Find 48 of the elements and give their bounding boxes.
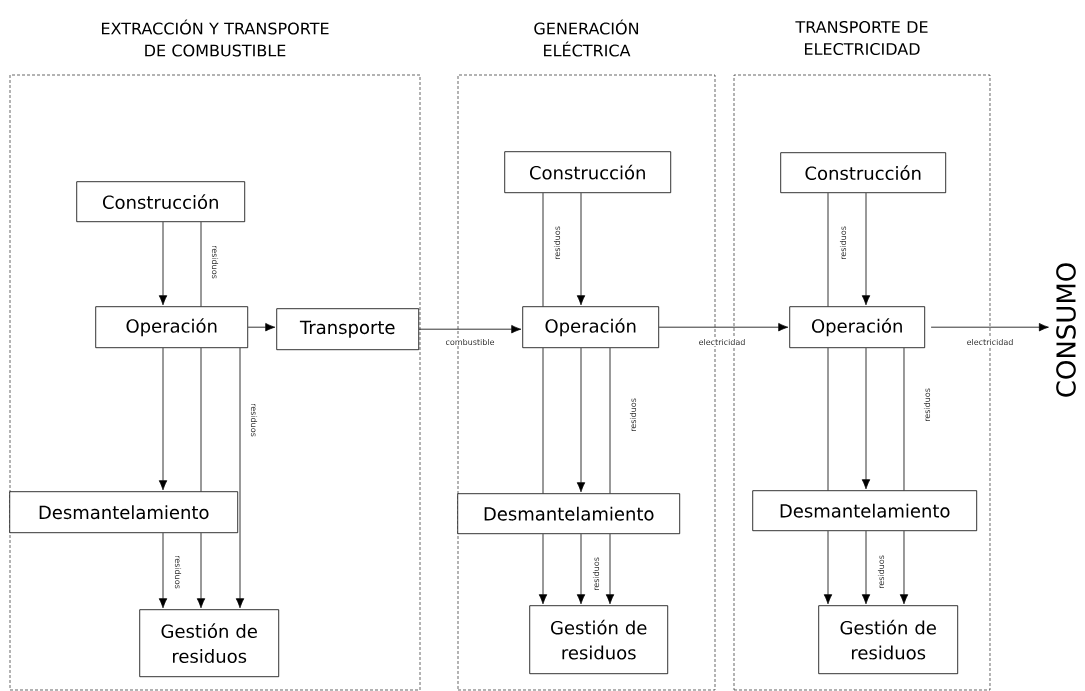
process-box: Desmantelamiento [457, 493, 681, 535]
edge-label: electricidad [965, 337, 1015, 347]
arrow [196, 532, 206, 609]
arrow [605, 533, 615, 605]
edge-label: residuos [173, 554, 183, 590]
arrow [861, 347, 871, 490]
edge-label: residuos [591, 556, 601, 592]
process-box: Operación [95, 306, 249, 349]
arrow [576, 347, 586, 493]
edge-label: electricidad [697, 337, 747, 347]
edge-label: residuos [210, 244, 220, 280]
edge-label: residuos [249, 402, 259, 438]
arrow [247, 323, 276, 332]
arrow [930, 323, 1049, 332]
arrow [861, 192, 871, 306]
panel-heading: GENERACIÓN ELÉCTRICA [534, 19, 638, 57]
process-box: Construcción [76, 181, 246, 223]
arrow [158, 221, 168, 306]
process-box: Gestión de residuos [139, 609, 280, 678]
process-box: Operación [789, 306, 926, 349]
edge-label: residuos [922, 387, 932, 423]
arrow [823, 530, 833, 605]
process-box: Construcción [504, 151, 672, 194]
process-box: Construcción [780, 152, 947, 194]
arrow [418, 325, 522, 334]
process-box: Gestión de residuos [529, 605, 669, 675]
panel-heading: EXTRACCIÓN Y TRANSPORTE DE COMBUSTIBLE [102, 19, 329, 57]
process-box: Desmantelamiento [9, 491, 239, 534]
edge-label: residuos [552, 225, 562, 261]
arrow [576, 192, 586, 306]
arrow [861, 530, 871, 605]
process-box: Operación [522, 306, 660, 349]
edge-label: residuos [628, 397, 638, 433]
arrow [538, 533, 548, 605]
edge-label: residuos [876, 554, 886, 590]
process-box: Desmantelamiento [752, 490, 978, 532]
edge-label: residuos [838, 225, 848, 261]
edge-label: combustible [444, 337, 496, 347]
arrow [235, 347, 245, 609]
consumption-label: CONSUMO [1056, 263, 1076, 397]
panel-heading: TRANSPORTE DE ELECTRICIDAD [795, 20, 928, 56]
arrow [576, 533, 586, 605]
arrow [658, 323, 789, 332]
process-box: Transporte [276, 308, 420, 351]
arrow [899, 530, 909, 605]
arrow [158, 532, 168, 609]
arrow [158, 347, 168, 491]
process-box: Gestión de residuos [818, 605, 959, 675]
